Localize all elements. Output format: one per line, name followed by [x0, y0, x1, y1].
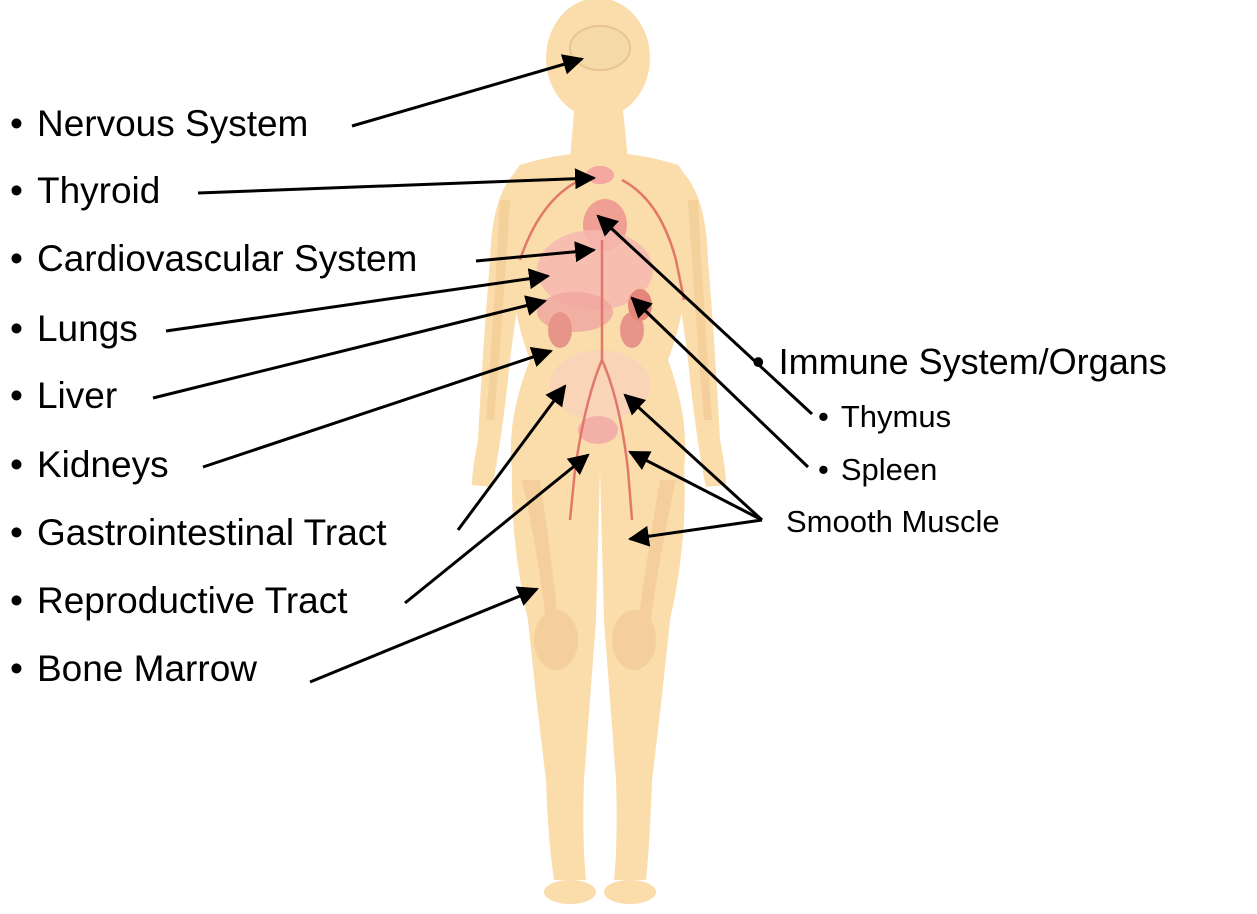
- label-bone-marrow: •Bone Marrow: [10, 650, 257, 687]
- right-foot: [604, 880, 656, 904]
- label-spleen: •Spleen: [818, 454, 937, 485]
- label-cardiovascular-system: •Cardiovascular System: [10, 240, 417, 277]
- label-liver: •Liver: [10, 377, 117, 414]
- label-immune-system: •Immune System/Organs: [752, 344, 1167, 380]
- label-kidneys: •Kidneys: [10, 446, 169, 483]
- thyroid-organ: [586, 166, 614, 184]
- right-leg: [600, 465, 685, 880]
- label-smooth-muscle: Smooth Muscle: [786, 506, 1000, 537]
- brain: [570, 26, 630, 70]
- label-gastrointestinal-tract: •Gastrointestinal Tract: [10, 514, 387, 551]
- label-nervous-system: •Nervous System: [10, 105, 308, 142]
- label-reproductive-tract: •Reproductive Tract: [10, 582, 348, 619]
- intestines: [550, 350, 650, 420]
- left-leg: [512, 465, 600, 880]
- left-foot: [544, 880, 596, 904]
- label-lungs: •Lungs: [10, 310, 138, 347]
- left-kidney: [548, 312, 572, 348]
- arrow-nervous-system: [352, 59, 582, 126]
- label-thyroid: •Thyroid: [10, 172, 160, 209]
- neck: [570, 100, 628, 160]
- label-thymus: •Thymus: [818, 401, 951, 432]
